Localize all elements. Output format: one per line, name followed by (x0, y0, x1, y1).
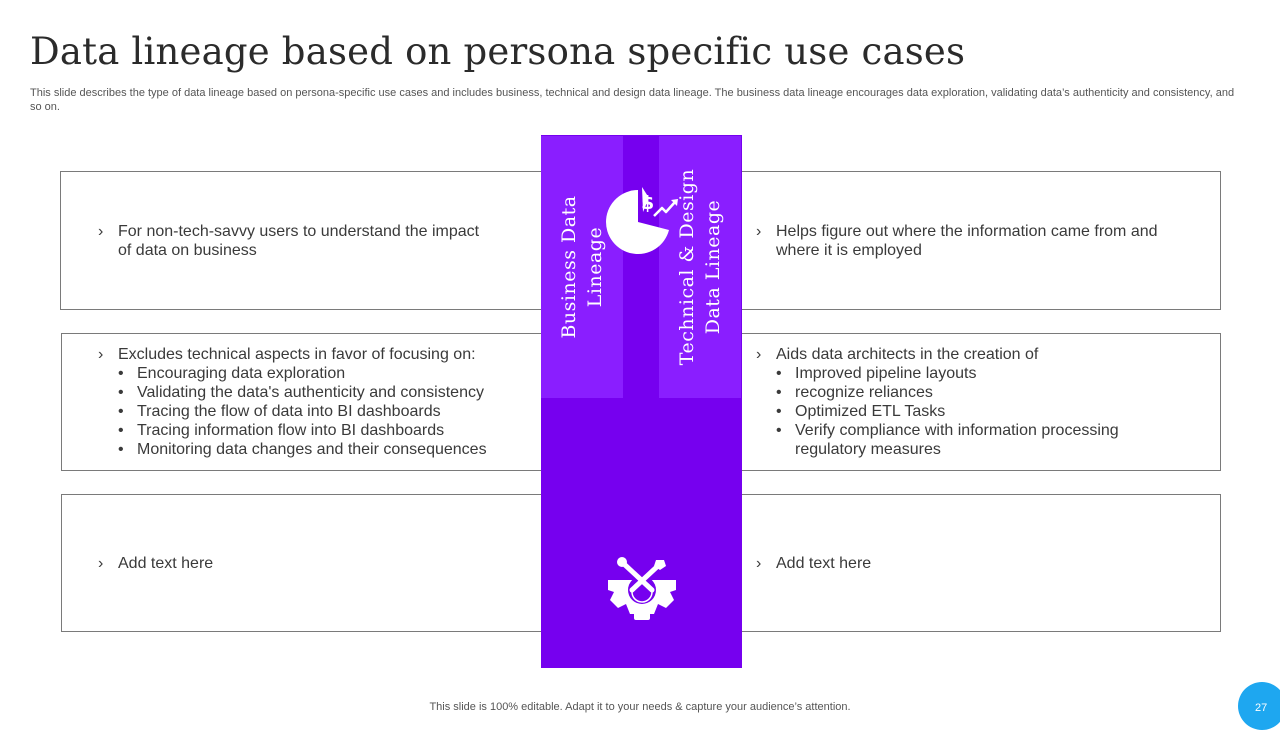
page-number-badge: 27 (1238, 682, 1280, 730)
chevron-right-icon: › (756, 555, 762, 572)
chevron-right-icon: › (98, 555, 104, 572)
left-content-1: › For non-tech-savvy users to understand … (98, 222, 493, 260)
list-item: Optimized ETL Tasks (776, 402, 1176, 421)
left-card-1 (60, 171, 542, 310)
right-content-2: › Aids data architects in the creation of… (756, 345, 1176, 459)
right-content-1: › Helps figure out where the information … (756, 222, 1176, 260)
list-item: Tracing the flow of data into BI dashboa… (118, 402, 518, 421)
list-item: Validating the data's authenticity and c… (118, 383, 518, 402)
left-lead-2: Excludes technical aspects in favor of f… (118, 346, 476, 363)
right-lead-3: Add text here (776, 555, 872, 572)
left-content-3: › Add text here (98, 554, 493, 573)
list-item: recognize reliances (776, 383, 1176, 402)
svg-text:$: $ (641, 192, 654, 214)
list-item: Improved pipeline layouts (776, 364, 1176, 383)
right-lead-2: Aids data architects in the creation of (776, 346, 1039, 363)
slide-subtitle: This slide describes the type of data li… (30, 87, 1235, 113)
list-item: Verify compliance with information proce… (776, 421, 1176, 459)
page-number: 27 (1255, 702, 1268, 714)
chevron-right-icon: › (98, 346, 104, 363)
right-bullet-list: Improved pipeline layouts recognize reli… (756, 364, 1176, 459)
left-content-2: › Excludes technical aspects in favor of … (98, 345, 518, 459)
chevron-right-icon: › (756, 346, 762, 363)
chevron-right-icon: › (98, 223, 104, 240)
right-lead-1: Helps figure out where the information c… (776, 223, 1158, 259)
left-lead-3: Add text here (118, 555, 214, 572)
chevron-right-icon: › (756, 223, 762, 240)
right-card-1 (741, 171, 1221, 310)
slide-footer: This slide is 100% editable. Adapt it to… (429, 701, 851, 713)
list-item: Encouraging data exploration (118, 364, 518, 383)
left-card-3 (61, 494, 542, 632)
gear-tools-icon (608, 557, 676, 620)
list-item: Monitoring data changes and their conseq… (118, 440, 518, 459)
business-pie-chart-icon: $ (606, 187, 678, 254)
left-lead-1: For non-tech-savvy users to understand t… (118, 223, 480, 259)
left-bullet-list: Encouraging data exploration Validating … (98, 364, 518, 459)
slide-title: Data lineage based on persona specific u… (30, 30, 966, 73)
list-item: Tracing information flow into BI dashboa… (118, 421, 518, 440)
right-content-3: › Add text here (756, 554, 1176, 573)
right-card-3 (741, 494, 1221, 632)
